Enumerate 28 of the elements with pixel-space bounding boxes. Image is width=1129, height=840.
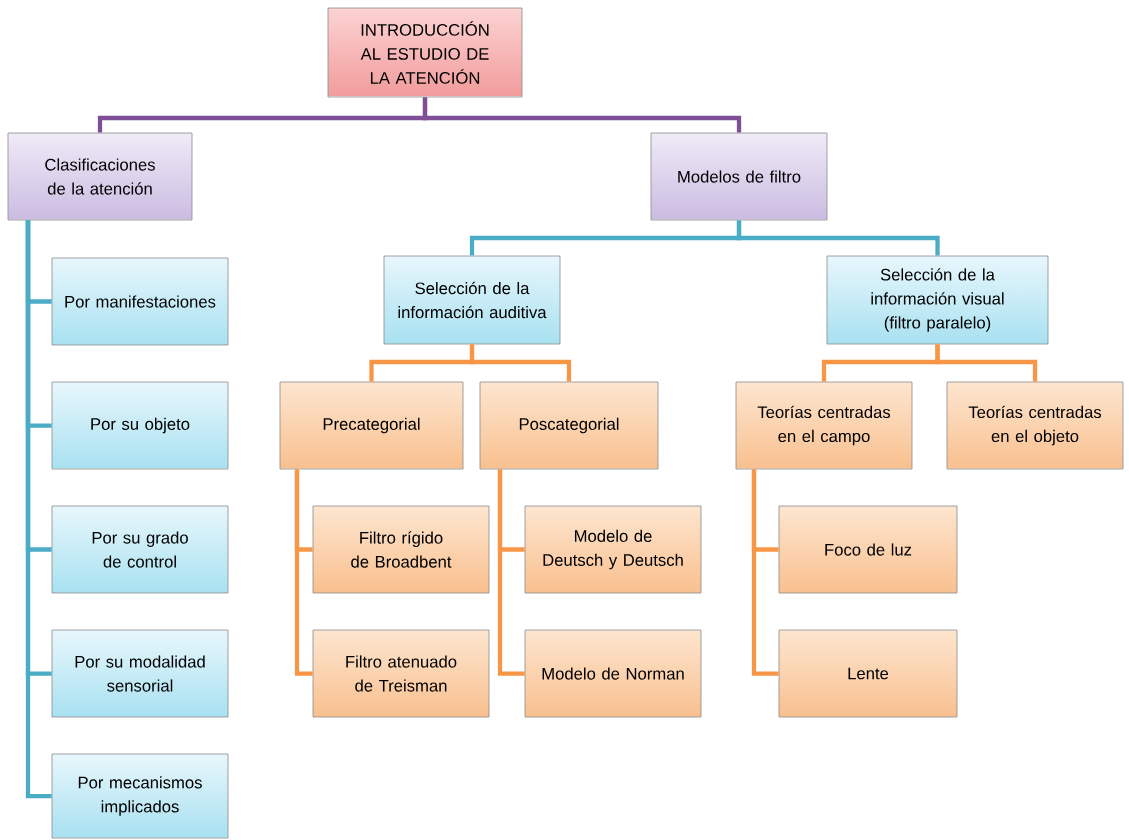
topic-box: Modelo de Norman	[524, 629, 702, 718]
topic-box: Selección de la información auditiva	[383, 255, 561, 345]
topic-box: Por su objeto	[51, 381, 229, 470]
connector	[935, 344, 1038, 382]
topic-box: Por su grado de control	[51, 505, 229, 594]
topic-box: Teorías centradas en el objeto	[946, 381, 1124, 470]
connector	[497, 469, 525, 676]
connector	[469, 344, 572, 382]
title-box: INTRODUCCIÓN AL ESTUDIO DE LA ATENCIÓN	[327, 7, 523, 98]
topic-box: Precategorial	[279, 381, 464, 470]
topic-box: Por mecanismos implicados	[51, 753, 229, 839]
topic-box: Por su modalidad sensorial	[51, 629, 229, 718]
topic-box: Selección de la información visual (filtro paralelo)	[826, 255, 1049, 345]
topic-box: Clasificaciones de la atención	[7, 132, 193, 221]
connector	[422, 97, 742, 133]
topic-box: Modelo de Deutsch y Deutsch	[524, 505, 702, 594]
topic-box: Foco de luz	[778, 505, 958, 594]
topic-box: Lente	[778, 629, 958, 718]
topic-box: Filtro atenuado de Treisman	[312, 629, 490, 718]
connector	[751, 469, 779, 676]
connector	[25, 220, 52, 799]
topic-box: Modelos de filtro	[650, 132, 828, 221]
topic-box: Filtro rígido de Broadbent	[312, 505, 490, 594]
connector	[736, 220, 940, 256]
topic-box: Poscategorial	[479, 381, 659, 470]
topic-box: Por manifestaciones	[51, 257, 229, 346]
connector	[294, 469, 313, 676]
topic-box: Teorías centradas en el campo	[735, 381, 913, 470]
